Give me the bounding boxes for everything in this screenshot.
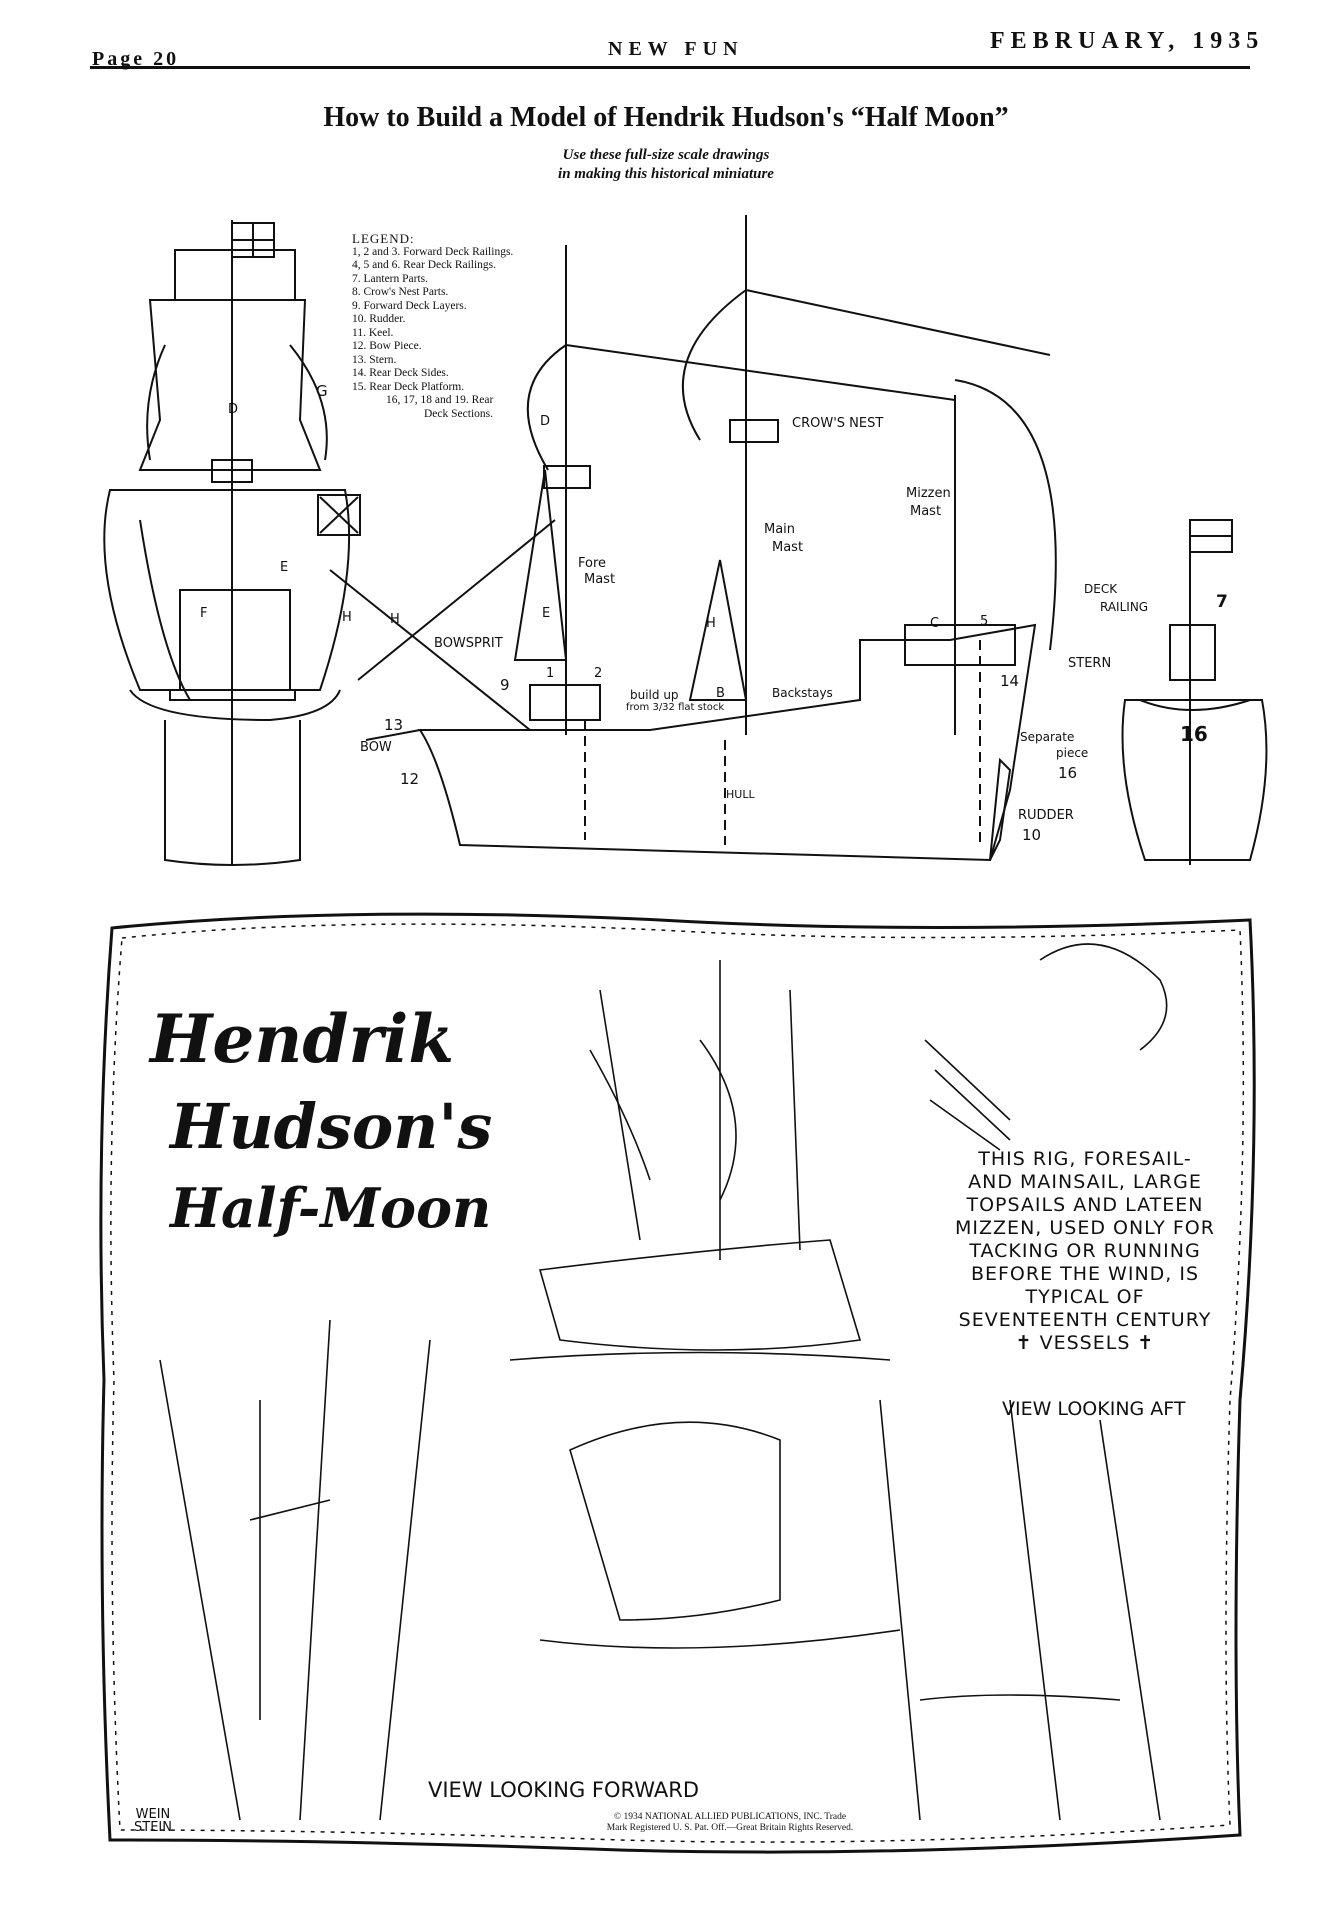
- rig-note-line: THIS RIG, FORESAIL-: [978, 1148, 1192, 1170]
- caption-view-aft: VIEW LOOKING AFT: [1002, 1398, 1186, 1420]
- legend-item: 10. Rudder.: [352, 313, 406, 325]
- label-7: 7: [1216, 592, 1228, 612]
- subtitle-line: Use these full-size scale drawings: [562, 147, 770, 163]
- artist-signature: WEIN STEIN: [134, 1808, 172, 1834]
- legend-item: 9. Forward Deck Layers.: [352, 299, 467, 312]
- label-16: 16: [1058, 764, 1078, 782]
- rig-note-line: BEFORE THE WIND, IS: [970, 1263, 1200, 1285]
- label-main-mast-2: Mast: [772, 540, 804, 555]
- legend-item: 8. Crow's Nest Parts.: [352, 286, 449, 298]
- legend-item: 16, 17, 18 and 19. Rear: [386, 394, 494, 406]
- label-f-front: F: [200, 606, 208, 621]
- legend-heading: LEGEND:: [352, 231, 415, 246]
- label-13: 13: [384, 716, 404, 734]
- label-separate-piece: Separate: [1020, 730, 1075, 744]
- label-stern: STERN: [1068, 656, 1112, 671]
- label-mizzen-mast-2: Mast: [910, 504, 942, 519]
- legend-item: 15. Rear Deck Platform.: [352, 380, 465, 393]
- artist-line: STEIN: [134, 1820, 172, 1835]
- rig-note-line: MIZZEN, USED ONLY FOR: [955, 1217, 1215, 1239]
- label-main-mast: Main: [764, 522, 796, 537]
- label-backstays: Backstays: [772, 686, 833, 700]
- rig-note-line: AND MAINSAIL, LARGE: [968, 1171, 1202, 1193]
- label-fore-mast: Fore: [578, 556, 607, 571]
- artist-line: WEIN: [135, 1807, 171, 1822]
- rig-note-line: ✝ VESSELS ✝: [1015, 1332, 1155, 1354]
- rig-note-line: TYPICAL OF: [1025, 1286, 1145, 1308]
- label-16-rear: 16: [1180, 722, 1208, 746]
- label-mizzen-mast: Mizzen: [906, 486, 951, 501]
- label-separate-piece-2: piece: [1056, 746, 1089, 760]
- label-10: 10: [1022, 826, 1042, 844]
- rear-view-drawing: [1121, 519, 1268, 865]
- copyright-notice: © 1934 NATIONAL ALLIED PUBLICATIONS, INC…: [540, 1812, 920, 1834]
- front-view-drawing: [103, 220, 351, 866]
- label-b: B: [716, 686, 725, 701]
- label-g-front: G: [316, 382, 328, 400]
- label-crows-nest: CROW'S NEST: [792, 416, 884, 431]
- legend-item: Deck Sections.: [424, 407, 493, 420]
- label-rudder: RUDDER: [1018, 808, 1074, 823]
- legend-item: 11. Keel.: [352, 326, 394, 339]
- label-fore-mast-2: Mast: [584, 572, 616, 587]
- label-2: 2: [594, 666, 603, 681]
- label-5: 5: [980, 614, 989, 629]
- legend: LEGEND: 1, 2 and 3. Forward Deck Railing…: [352, 232, 513, 421]
- page-number: Page 20: [92, 48, 180, 70]
- label-e-side: E: [542, 606, 551, 621]
- label-9: 9: [500, 676, 510, 694]
- legend-item: 4, 5 and 6. Rear Deck Railings.: [352, 259, 497, 271]
- label-h-front: H: [342, 610, 352, 625]
- label-build-up-stock: from 3/32 flat stock: [626, 702, 725, 713]
- copyright-line: © 1934 NATIONAL ALLIED PUBLICATIONS, INC…: [613, 1812, 847, 1822]
- article-title: How to Build a Model of Hendrik Hudson's…: [323, 102, 1009, 133]
- label-build-up: build up: [630, 688, 679, 702]
- label-12: 12: [400, 770, 420, 788]
- label-14: 14: [1000, 672, 1020, 690]
- label-e-front: E: [280, 560, 289, 575]
- label-d-side: D: [540, 414, 551, 429]
- label-bowsprit: BOWSPRIT: [434, 636, 503, 651]
- script-title-line2: Hudson's: [170, 1090, 493, 1163]
- issue-date: FEBRUARY, 1935: [990, 28, 1265, 54]
- subtitle-line: in making this historical miniature: [558, 166, 774, 182]
- rig-note-line: SEVENTEENTH CENTURY: [958, 1309, 1212, 1331]
- legend-item: 7. Lantern Parts.: [352, 272, 429, 285]
- label-deck-railing: DECK: [1084, 582, 1118, 596]
- article-subtitle: Use these full-size scale drawings in ma…: [0, 146, 1332, 184]
- legend-item: 14. Rear Deck Sides.: [352, 367, 449, 379]
- copyright-line: Mark Registered U. S. Pat. Off.—Great Br…: [606, 1823, 854, 1833]
- magazine-name: NEW FUN: [608, 38, 744, 60]
- rig-description: THIS RIG, FORESAIL- AND MAINSAIL, LARGE …: [940, 1148, 1230, 1355]
- label-h-main: H: [706, 616, 716, 631]
- label-hull: HULL: [726, 788, 755, 801]
- label-1: 1: [546, 666, 555, 681]
- script-title-line1: Hendrik: [150, 1000, 455, 1078]
- legend-item: 1, 2 and 3. Forward Deck Railings.: [352, 245, 514, 258]
- caption-view-forward: VIEW LOOKING FORWARD: [428, 1778, 699, 1802]
- legend-item: 13. Stern.: [352, 353, 397, 366]
- label-deck-railing-2: RAILING: [1100, 600, 1149, 614]
- legend-item: 12. Bow Piece.: [352, 340, 422, 352]
- label-h-side: H: [390, 612, 400, 627]
- label-bow: BOW: [360, 740, 392, 755]
- label-c: C: [930, 616, 940, 631]
- label-d-front: D: [228, 402, 239, 417]
- rig-note-line: TOPSAILS AND LATEEN: [966, 1194, 1204, 1216]
- rig-note-line: TACKING OR RUNNING: [969, 1240, 1201, 1262]
- script-title-line3: Half-Moon: [170, 1176, 492, 1240]
- header-rule: [90, 66, 1250, 69]
